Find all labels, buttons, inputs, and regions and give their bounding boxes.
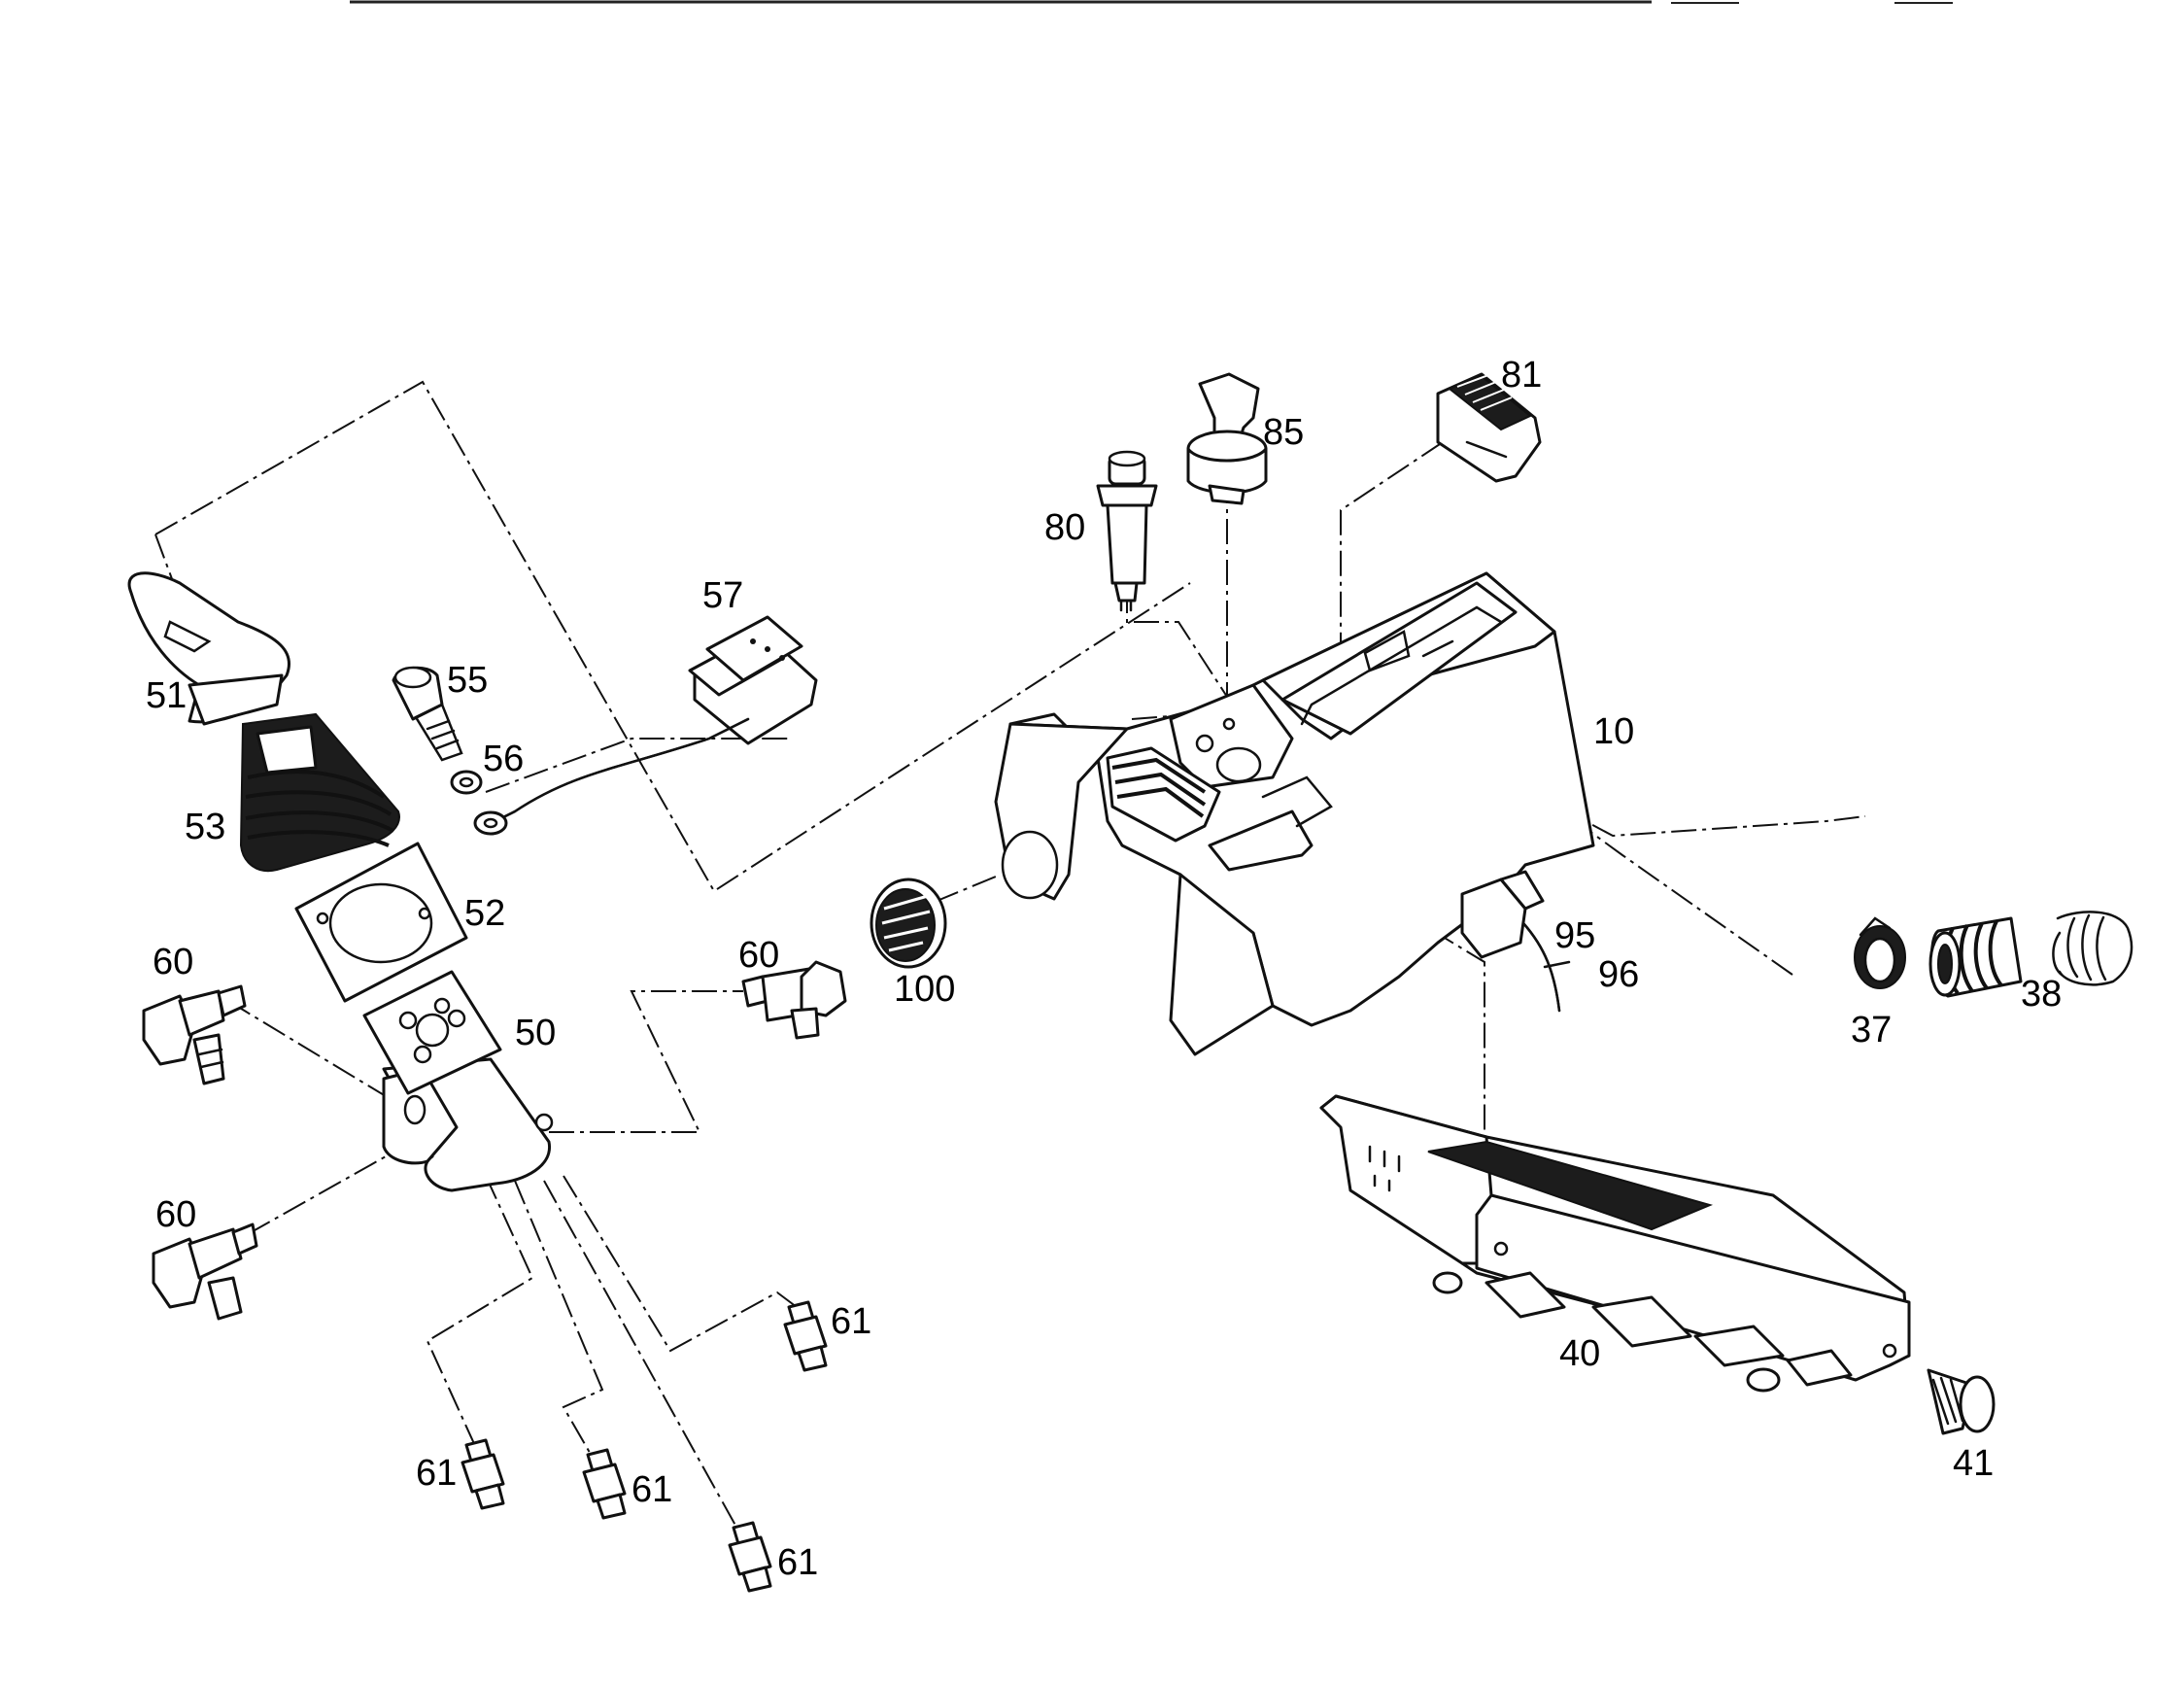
hose-clamp-37 (1854, 916, 1906, 989)
screw-41 (1927, 1368, 1996, 1435)
part-label-37: 37 (1851, 1010, 1892, 1050)
nipple-61-a (783, 1300, 828, 1372)
part-label-61-b: 61 (416, 1453, 457, 1494)
part-label-57: 57 (702, 575, 743, 616)
part-label-56: 56 (483, 739, 524, 779)
part-label-80: 80 (1044, 507, 1085, 548)
screw-55 (392, 666, 463, 762)
top-border (350, 0, 1953, 4)
part-label-60-a: 60 (153, 942, 193, 982)
connector-57 (473, 615, 818, 836)
nipple-61-d (728, 1521, 772, 1593)
part-label-51: 51 (146, 675, 187, 716)
console-housing-10 (994, 571, 1595, 1056)
fitting-60-lower-left (152, 1222, 258, 1321)
cable-96 (1521, 921, 1571, 1013)
part-label-100: 100 (894, 969, 955, 1010)
key-switch-85 (1186, 372, 1268, 505)
part-label-85: 85 (1263, 412, 1304, 453)
relay-95 (1460, 870, 1545, 959)
part-label-81: 81 (1501, 355, 1542, 396)
joystick-base-50 (362, 970, 554, 1192)
switch-81 (1436, 372, 1542, 483)
part-label-60-c: 60 (155, 1194, 196, 1235)
push-button-80 (1096, 450, 1158, 612)
nipple-61-b (461, 1438, 505, 1510)
joystick-handle-51 (127, 571, 290, 726)
nipple-61-c (582, 1448, 627, 1520)
part-label-55: 55 (447, 660, 488, 701)
part-label-60-b: 60 (738, 935, 779, 976)
part-label-10: 10 (1593, 711, 1634, 752)
fitting-60-center (741, 960, 847, 1040)
washer-56 (450, 770, 483, 795)
gasket-plate-52 (294, 842, 468, 1003)
part-label-61-c: 61 (631, 1469, 672, 1510)
part-label-41: 41 (1953, 1443, 1994, 1484)
part-label-53: 53 (185, 807, 225, 847)
part-label-96: 96 (1598, 954, 1639, 995)
part-label-52: 52 (464, 893, 505, 934)
part-label-61-d: 61 (777, 1542, 818, 1583)
rubber-gaiter-53 (239, 712, 400, 873)
part-label-95: 95 (1554, 915, 1595, 956)
part-label-40: 40 (1559, 1333, 1600, 1374)
part-label-38: 38 (2021, 974, 2062, 1015)
part-label-61-a: 61 (831, 1301, 871, 1342)
control-unit-40 (1319, 1094, 1911, 1393)
bellows-38 (1928, 911, 2133, 998)
part-label-50: 50 (515, 1013, 556, 1053)
part-labels: 10 37 38 40 41 50 51 52 53 55 56 57 60 6… (146, 355, 2062, 1583)
grommet-100 (870, 878, 947, 969)
fitting-60-upper-left (142, 984, 247, 1085)
